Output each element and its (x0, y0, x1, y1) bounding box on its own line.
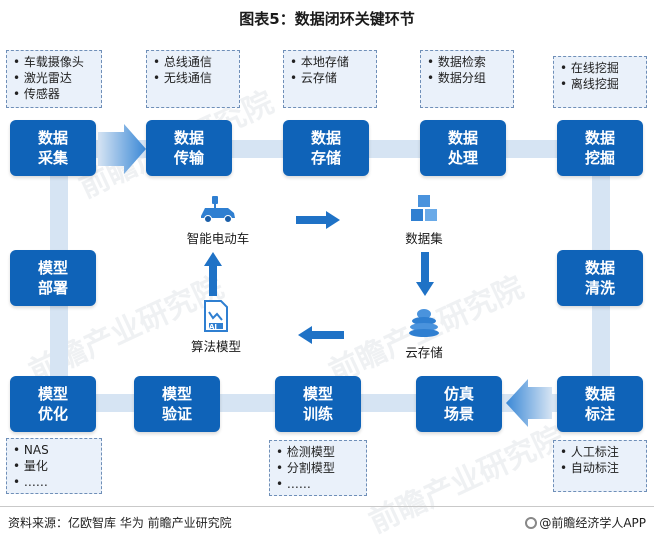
note-item: 离线挖掘 (560, 76, 640, 92)
note-item: 数据检索 (427, 54, 507, 70)
note-item: 检测模型 (276, 444, 360, 460)
note-item: …… (13, 474, 95, 490)
node-model-deploy: 模型 部署 (10, 250, 96, 306)
dataset-blocks-icon (411, 195, 437, 221)
note-item: 总线通信 (153, 54, 233, 70)
node-simulation-scene: 仿真 场景 (416, 376, 502, 432)
node-label-line2: 传输 (173, 149, 204, 167)
node-label-line1: 模型 (302, 385, 333, 403)
dataset-label: 数据集 (405, 231, 443, 246)
note-item: 在线挖掘 (560, 60, 640, 76)
node-label-line1: 数据 (447, 129, 478, 147)
arrow-dataset-to-cloud (416, 252, 434, 296)
node-label-line2: 场景 (443, 405, 474, 423)
node-label-line2: 处理 (447, 149, 478, 167)
note-item: 量化 (13, 458, 95, 474)
node-model-training: 模型 训练 (275, 376, 361, 432)
node-label-line1: 数据 (584, 129, 615, 147)
node-label-line1: 模型 (37, 385, 68, 403)
node-label-line1: 仿真 (443, 385, 474, 403)
center-car: 智能电动车 (176, 194, 260, 247)
node-data-process: 数据 处理 (420, 120, 506, 176)
arrow-cloud-to-algo (298, 326, 344, 344)
note-item: 车载摄像头 (13, 54, 95, 70)
note-item: 云存储 (290, 70, 370, 86)
node-label-line2: 挖掘 (584, 149, 615, 167)
arrow-algo-to-car (204, 252, 222, 296)
note-item: …… (276, 476, 360, 492)
cloud-storage-icon (409, 309, 439, 337)
arrow-collect-to-transfer (98, 124, 146, 174)
brand-text: @前瞻经济学人APP (539, 516, 646, 530)
node-label-line1: 数据 (584, 259, 615, 277)
node-data-mining: 数据 挖掘 (557, 120, 643, 176)
brand-credit: @前瞻经济学人APP (525, 514, 646, 531)
node-label-line1: 模型 (37, 259, 68, 277)
note-process: 数据检索 数据分组 (420, 50, 514, 108)
source-note: 资料来源：亿欧智库 华为 前瞻产业研究院 (8, 516, 232, 530)
node-label-line1: 数据 (310, 129, 341, 147)
note-item: NAS (13, 442, 95, 458)
node-data-collect: 数据 采集 (10, 120, 96, 176)
brand-logo-icon (525, 517, 538, 529)
node-label-line2: 优化 (37, 405, 68, 423)
node-label-line2: 存储 (310, 149, 341, 167)
note-item: 本地存储 (290, 54, 370, 70)
node-model-optimize: 模型 优化 (10, 376, 96, 432)
node-data-cleaning: 数据 清洗 (557, 250, 643, 306)
note-item: 分割模型 (276, 460, 360, 476)
cloud-label: 云存储 (405, 345, 443, 360)
note-optimize: NAS 量化 …… (6, 438, 102, 494)
node-label-line2: 清洗 (584, 279, 615, 297)
note-item: 数据分组 (427, 70, 507, 86)
node-label-line1: 数据 (584, 385, 615, 403)
node-label-line1: 数据 (37, 129, 68, 147)
algo-label: 算法模型 (190, 339, 241, 354)
center-dataset: 数据集 (392, 194, 456, 247)
note-labeling: 人工标注 自动标注 (553, 440, 647, 492)
arrow-labeling-to-simulation (506, 379, 552, 427)
note-storage: 本地存储 云存储 (283, 50, 377, 108)
node-label-line2: 采集 (37, 149, 68, 167)
node-label-line2: 训练 (302, 405, 333, 423)
note-item: 无线通信 (153, 70, 233, 86)
note-collect: 车载摄像头 激光雷达 传感器 (6, 50, 102, 108)
node-label-line2: 验证 (161, 405, 192, 423)
note-item: 传感器 (13, 86, 95, 102)
arrow-car-to-dataset (296, 211, 340, 229)
note-item: 人工标注 (560, 444, 640, 460)
car-label: 智能电动车 (186, 231, 250, 246)
chart-title: 图表5：数据闭环关键环节 (239, 10, 415, 28)
ai-document-icon (204, 300, 228, 332)
node-label-line1: 数据 (173, 129, 204, 147)
node-data-labeling: 数据 标注 (557, 376, 643, 432)
electric-car-icon (201, 196, 235, 223)
node-data-storage: 数据 存储 (283, 120, 369, 176)
note-training: 检测模型 分割模型 …… (269, 440, 367, 496)
center-algo: 算法模型 (176, 300, 256, 355)
note-item: 自动标注 (560, 460, 640, 476)
note-item: 激光雷达 (13, 70, 95, 86)
footer-divider (0, 506, 654, 507)
node-label-line2: 标注 (584, 405, 615, 423)
note-transfer: 总线通信 无线通信 (146, 50, 240, 108)
center-cloud: 云存储 (394, 308, 454, 361)
note-mining: 在线挖掘 离线挖掘 (553, 56, 647, 108)
node-data-transfer: 数据 传输 (146, 120, 232, 176)
node-model-verify: 模型 验证 (134, 376, 220, 432)
node-label-line2: 部署 (37, 279, 68, 297)
node-label-line1: 模型 (161, 385, 192, 403)
ai-badge-text: AI (209, 323, 218, 331)
